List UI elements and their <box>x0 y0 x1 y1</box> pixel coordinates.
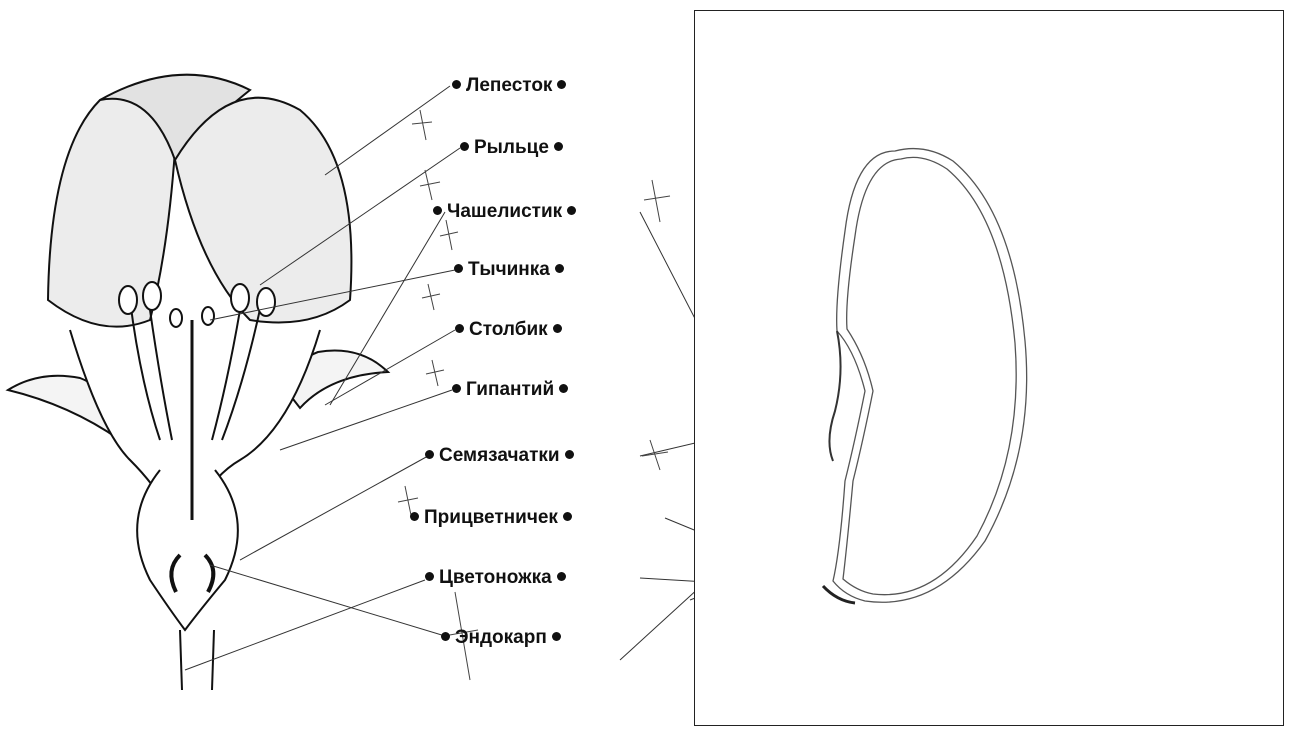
label-text: Семязачатки <box>439 445 560 466</box>
label-text: Гипантий <box>466 379 554 400</box>
bullet-dot <box>433 206 442 215</box>
bullet-dot <box>557 80 566 89</box>
bullet-dot <box>557 572 566 581</box>
bullet-dot <box>563 512 572 521</box>
bullet-dot <box>552 632 561 641</box>
label-lepestok: Лепесток <box>447 75 571 97</box>
bullet-dot <box>553 324 562 333</box>
label-cvetonozhka: Цветоножка <box>420 567 571 589</box>
label-semyazachatki: Семязачатки <box>420 445 579 467</box>
bullet-dot <box>452 80 461 89</box>
label-text: Рыльце <box>474 137 549 158</box>
bullet-dot <box>454 264 463 273</box>
hilum <box>829 331 840 461</box>
label-text: Прицветничек <box>424 507 558 528</box>
bullet-dot <box>455 324 464 333</box>
label-chashelistik: Чашелистик <box>428 201 581 223</box>
bullet-dot <box>452 384 461 393</box>
bullet-dot <box>567 206 576 215</box>
bullet-dot <box>425 450 434 459</box>
label-text: Столбик <box>469 319 548 340</box>
label-gipantiy: Гипантий <box>447 379 573 401</box>
label-text: Эндокарп <box>455 627 547 648</box>
label-text: Тычинка <box>468 259 550 280</box>
seed-outline <box>833 149 1027 603</box>
bullet-dot <box>565 450 574 459</box>
label-rylce: Рыльце <box>455 137 568 159</box>
bullet-dot <box>554 142 563 151</box>
label-text: Лепесток <box>466 75 552 96</box>
seed-drawing <box>695 11 1283 725</box>
bullet-dot <box>410 512 419 521</box>
bullet-dot <box>425 572 434 581</box>
label-endokarp: Эндокарп <box>436 627 566 649</box>
bullet-dot <box>460 142 469 151</box>
bullet-dot <box>441 632 450 641</box>
seed-panel <box>694 10 1284 726</box>
bullet-dot <box>555 264 564 273</box>
seed-inner-outline <box>843 157 1016 594</box>
seed-base <box>823 586 855 603</box>
label-pricvetnichek: Прицветничек <box>405 507 577 529</box>
bullet-dot <box>559 384 568 393</box>
label-text: Чашелистик <box>447 201 562 222</box>
label-text: Цветоножка <box>439 567 552 588</box>
label-tychinka: Тычинка <box>449 259 569 281</box>
label-stolbik: Столбик <box>450 319 567 341</box>
